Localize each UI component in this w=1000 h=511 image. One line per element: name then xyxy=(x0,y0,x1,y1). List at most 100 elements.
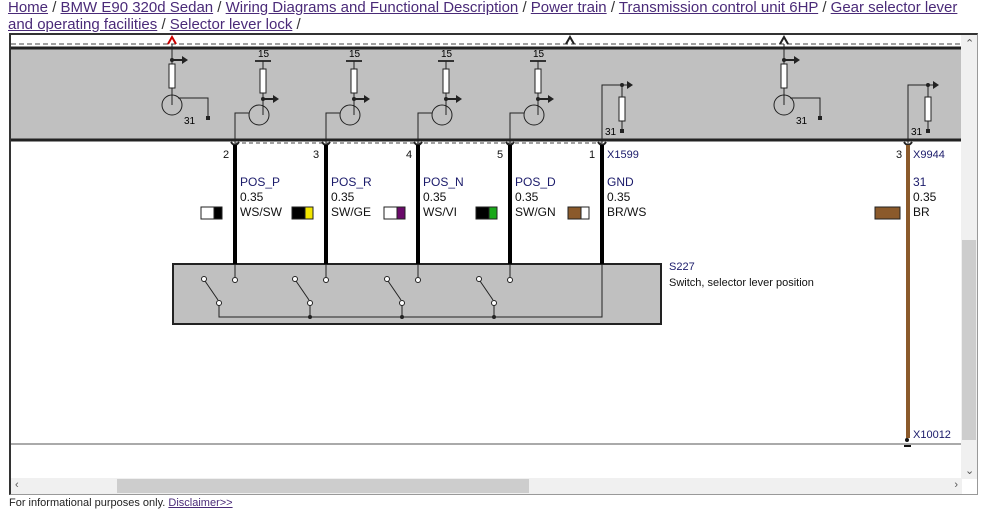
switch-contact xyxy=(216,300,222,306)
wire-color-swatch xyxy=(874,206,901,220)
output-arrow-icon xyxy=(273,95,279,103)
scroll-right-icon[interactable]: › xyxy=(954,479,958,491)
transistor-icon xyxy=(523,104,545,126)
separator: / xyxy=(296,16,301,33)
ground-icon xyxy=(926,129,930,133)
transistor-icon xyxy=(248,104,270,126)
breadcrumb-selector-lever-lock[interactable]: Selector lever lock xyxy=(169,16,293,33)
scroll-left-icon[interactable]: ‹ xyxy=(15,479,19,491)
transistor-icon xyxy=(339,104,361,126)
breadcrumb-home[interactable]: Home xyxy=(8,0,49,16)
ground-icon xyxy=(620,129,624,133)
wire-size: 0.35 xyxy=(607,190,631,204)
scroll-down-icon[interactable]: ⌄ xyxy=(965,465,975,477)
resistor-icon xyxy=(780,63,788,89)
signal-name: POS_N xyxy=(423,175,464,189)
output-arrow-icon xyxy=(182,56,188,64)
wire-color-swatch xyxy=(567,206,582,220)
wire-color-swatch xyxy=(488,206,498,220)
signal-name: GND xyxy=(607,175,634,189)
separator: / xyxy=(161,16,166,33)
wire-color-swatch xyxy=(475,206,490,220)
signal-name: POS_R xyxy=(331,175,372,189)
switch-contact xyxy=(476,276,482,282)
wire-color-swatch xyxy=(580,206,590,220)
separator: / xyxy=(610,0,615,16)
vertical-scrollbar[interactable]: ⌃ ⌄ xyxy=(961,35,977,479)
breadcrumb-wiring-diagrams[interactable]: Wiring Diagrams and Functional Descripti… xyxy=(225,0,519,16)
connector-label[interactable]: X10012 xyxy=(913,429,951,441)
arrow-icon xyxy=(627,81,633,89)
breadcrumb-vehicle[interactable]: BMW E90 320d Sedan xyxy=(60,0,214,16)
resistor-icon xyxy=(168,63,176,89)
wire-color-swatch xyxy=(383,206,398,220)
connector-label[interactable]: X1599 xyxy=(607,149,639,161)
signal-name: 31 xyxy=(913,175,927,189)
disclaimer-link[interactable]: Disclaimer>> xyxy=(168,497,233,509)
breadcrumb-transmission-control[interactable]: Transmission control unit 6HP xyxy=(618,0,819,16)
vertical-scroll-thumb[interactable] xyxy=(962,240,976,440)
ground-label: 31 xyxy=(184,116,196,127)
resistor-icon xyxy=(618,96,626,122)
resistor-icon xyxy=(259,68,267,94)
wire-color-code: SW/GE xyxy=(331,205,371,219)
resistor-icon xyxy=(350,68,358,94)
separator: / xyxy=(217,0,222,16)
pin-number: 4 xyxy=(406,149,412,161)
wire xyxy=(234,112,249,145)
wire xyxy=(417,112,432,145)
switch-lever-icon xyxy=(204,280,219,301)
breadcrumb-power-train[interactable]: Power train xyxy=(530,0,607,16)
ground-label: 31 xyxy=(796,116,808,127)
pin-number: 5 xyxy=(497,149,503,161)
control-unit-body xyxy=(11,48,962,140)
footer-text: For informational purposes only. xyxy=(9,497,166,509)
transistor-icon xyxy=(773,94,795,116)
wire-color-swatch xyxy=(213,206,223,220)
ground-icon xyxy=(206,116,210,120)
wire-size: 0.35 xyxy=(913,190,937,204)
wire-color-swatch xyxy=(291,206,306,220)
switch-contact xyxy=(415,277,421,283)
wire-color-code: WS/VI xyxy=(423,205,457,219)
switch-contact xyxy=(507,277,513,283)
wire-color-swatch xyxy=(304,206,314,220)
switch-s227-body xyxy=(172,263,662,325)
wire xyxy=(218,264,603,318)
output-arrow-icon xyxy=(794,56,800,64)
wire-color-swatch xyxy=(396,206,406,220)
ground-label: 31 xyxy=(911,127,923,138)
wire-color-code: BR/WS xyxy=(607,205,646,219)
output-arrow-icon xyxy=(364,95,370,103)
scroll-up-icon[interactable]: ⌃ xyxy=(965,38,975,50)
connector-label[interactable]: X9944 xyxy=(913,149,945,161)
switch-contact xyxy=(399,300,405,306)
horizontal-scrollbar[interactable]: ‹ › xyxy=(11,478,962,494)
component-id[interactable]: S227 xyxy=(669,261,695,273)
wire-color-swatch xyxy=(200,206,215,220)
output-arrow-icon xyxy=(456,95,462,103)
horizontal-scroll-thumb[interactable] xyxy=(117,479,529,493)
wire-size: 0.35 xyxy=(331,190,355,204)
supply-label: 15 xyxy=(258,49,270,60)
ground-label: 31 xyxy=(605,127,617,138)
breadcrumb-gear-selector[interactable]: Gear selector lever and operating facili… xyxy=(8,0,958,33)
connector-pin-icon xyxy=(565,35,575,45)
wire-size: 0.35 xyxy=(240,190,264,204)
switch-contact xyxy=(384,276,390,282)
resistor-icon xyxy=(924,96,932,122)
wire-size: 0.35 xyxy=(423,190,447,204)
output-arrow-icon xyxy=(548,95,554,103)
wire xyxy=(325,112,340,145)
separator: / xyxy=(522,0,527,16)
signal-name: POS_D xyxy=(515,175,556,189)
wire xyxy=(509,112,524,145)
resistor-icon xyxy=(534,68,542,94)
wire-size: 0.35 xyxy=(515,190,539,204)
separator: / xyxy=(822,0,827,16)
switch-contact xyxy=(491,300,497,306)
switch-contact xyxy=(292,276,298,282)
signal-name: POS_P xyxy=(240,175,280,189)
